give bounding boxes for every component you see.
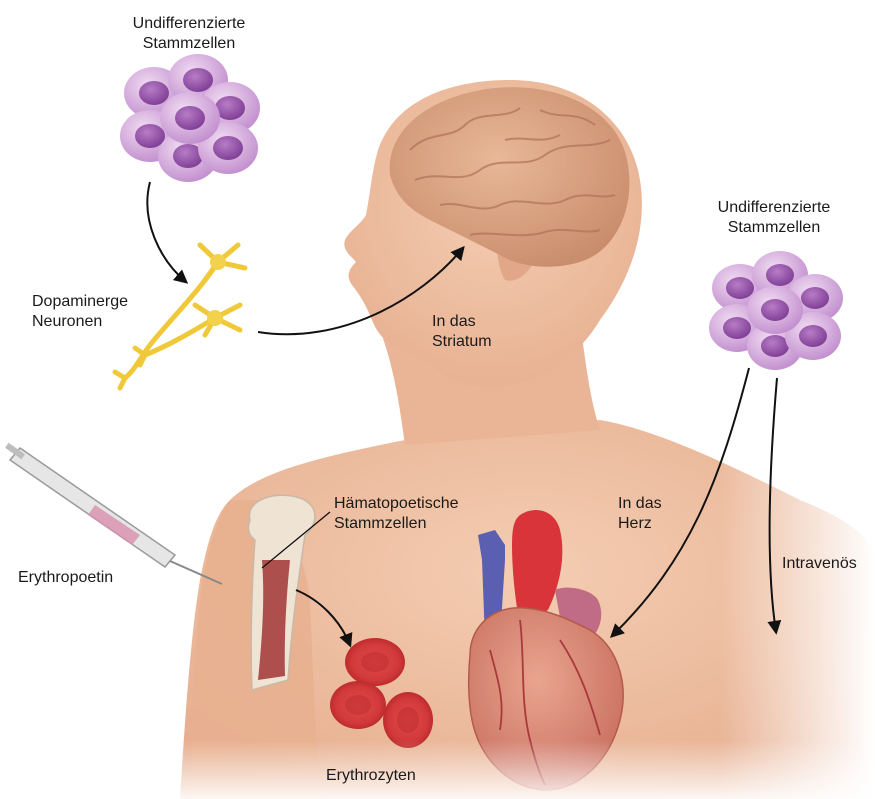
rbc	[345, 638, 405, 686]
label-heart-target: In das Herz	[618, 494, 662, 534]
label-line: Striatum	[432, 332, 492, 352]
label-line: Dopaminerge	[32, 292, 128, 312]
label-intravenous: Intravenös	[782, 554, 857, 574]
label-hematopoietic: Hämatopoetische Stammzellen	[334, 494, 459, 534]
label-line: Herz	[618, 514, 662, 534]
label-line: In das	[618, 494, 662, 514]
syringe	[5, 443, 222, 584]
bottom-fade	[170, 740, 875, 799]
label-erythropoietin: Erythropoetin	[18, 568, 113, 588]
label-erythrocytes: Erythrozyten	[326, 766, 416, 786]
stem-cell-cluster-top	[120, 54, 260, 182]
arrow-cells-to-neurons	[147, 182, 186, 282]
label-line: Stammzellen	[700, 218, 848, 238]
label-line: Stammzellen	[115, 34, 263, 54]
cell	[160, 92, 220, 144]
label-stem-cells-top: Undifferenzierte Stammzellen	[115, 14, 263, 54]
label-line: Intravenös	[782, 554, 857, 574]
dopaminergic-neurons	[115, 245, 245, 388]
rbc	[383, 692, 433, 748]
stem-cell-cluster-right	[709, 251, 843, 370]
label-line: Neuronen	[32, 312, 128, 332]
label-line: Erythropoetin	[18, 568, 113, 588]
cell	[747, 286, 803, 334]
label-line: Stammzellen	[334, 514, 459, 534]
label-stem-cells-right: Undifferenzierte Stammzellen	[700, 198, 848, 238]
label-line: Undifferenzierte	[700, 198, 848, 218]
label-line: Hämatopoetische	[334, 494, 459, 514]
label-striatum: In das Striatum	[432, 312, 492, 352]
right-fade	[720, 400, 875, 799]
rbc	[330, 681, 386, 729]
label-line: Erythrozyten	[326, 766, 416, 786]
label-line: Undifferenzierte	[115, 14, 263, 34]
label-line: In das	[432, 312, 492, 332]
label-dopaminergic: Dopaminerge Neuronen	[32, 292, 128, 332]
